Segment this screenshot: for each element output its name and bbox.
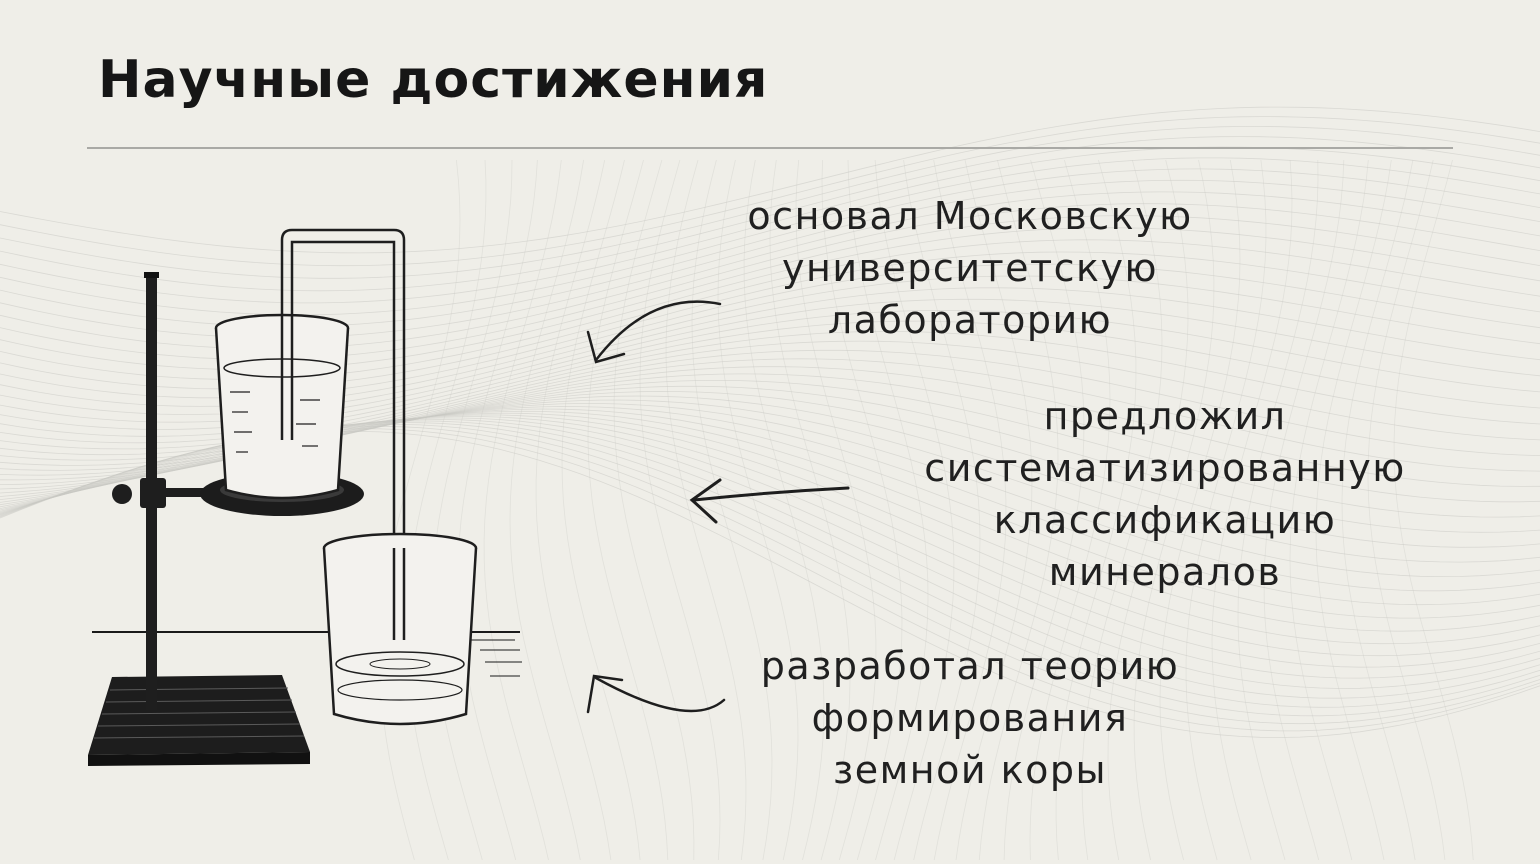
wave-line: [874, 159, 955, 861]
wave-line: [955, 159, 1033, 861]
achievement-caption-crust: разработал теорию формирования земной коры: [700, 640, 1240, 796]
arrow-icon-crust: [586, 674, 726, 714]
wave-line: [903, 159, 981, 861]
wave-line: [509, 159, 584, 861]
wave-line: [483, 159, 562, 861]
wave-line: [1263, 159, 1345, 861]
wave-line: [639, 159, 721, 861]
wave-line: [717, 159, 799, 861]
wave-line: [1367, 159, 1446, 861]
achievement-caption-lab: основал Московскую университетскую лаборат…: [700, 190, 1240, 346]
caption-line: университетскую: [782, 246, 1158, 290]
wave-line: [1159, 159, 1241, 861]
wave-line: [0, 106, 1540, 254]
wave-line: [933, 159, 1007, 861]
caption-line: земной коры: [833, 748, 1107, 792]
wave-line: [665, 159, 747, 861]
title-divider: [87, 147, 1453, 149]
wave-line: [561, 159, 641, 861]
lower-beaker-icon: [322, 532, 478, 726]
siphon-tube-icon: [280, 228, 406, 640]
wave-line: [405, 159, 487, 861]
wave-line: [1315, 159, 1392, 861]
caption-line: разработал теорию: [760, 644, 1180, 688]
caption-line: основал Московскую: [747, 194, 1193, 238]
wave-line: [1211, 159, 1293, 861]
clamp-icon: [112, 478, 224, 508]
wave-line: [0, 116, 1540, 267]
wave-line: [1185, 159, 1267, 861]
wave-line: [1133, 159, 1215, 861]
wave-line: [613, 159, 695, 861]
wave-line: [1341, 159, 1416, 861]
wave-line: [743, 159, 825, 861]
achievement-caption-minerals: предложил систематизированную классификаци…: [880, 390, 1450, 598]
wave-line: [1107, 159, 1189, 861]
wave-line: [587, 159, 669, 861]
arrow-icon-lab: [586, 300, 722, 364]
wave-line: [1003, 159, 1085, 861]
wave-line: [821, 159, 903, 861]
wave-line: [431, 159, 513, 861]
wave-line: [847, 159, 929, 861]
wave-line: [379, 159, 461, 861]
wave-line: [535, 159, 612, 861]
arrow-icon-minerals: [689, 478, 850, 524]
wave-line: [1289, 159, 1369, 861]
wave-line: [1237, 159, 1319, 861]
caption-line: предложил: [1043, 394, 1287, 438]
wave-line: [0, 157, 1540, 316]
wave-line: [795, 159, 877, 861]
page-title: Научные достижения: [98, 50, 769, 110]
stand-base-icon: [88, 675, 310, 766]
caption-line: систематизированную: [924, 446, 1406, 490]
wave-line: [1055, 159, 1137, 861]
wave-line: [0, 125, 1540, 279]
wave-line: [1029, 159, 1111, 861]
wave-line: [769, 159, 851, 861]
wave-line: [457, 159, 538, 861]
wave-line: [1081, 159, 1163, 861]
caption-line: классификацию: [993, 498, 1337, 542]
wave-line: [978, 159, 1059, 861]
wave-line: [691, 159, 773, 861]
wave-line: [1393, 159, 1474, 861]
caption-line: минералов: [1048, 550, 1282, 594]
caption-line: формирования: [811, 696, 1129, 740]
wave-line: [0, 136, 1540, 292]
caption-line: лабораторию: [827, 298, 1113, 342]
